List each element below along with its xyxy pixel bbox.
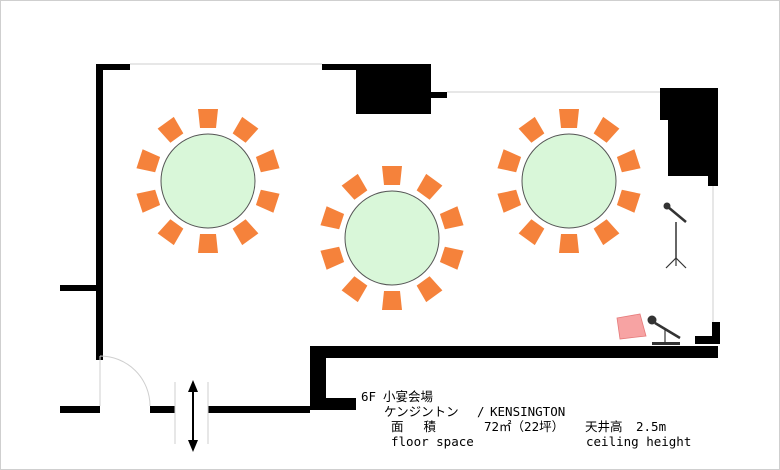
wall-segment xyxy=(708,120,718,186)
area-value: 72㎡（22坪） xyxy=(484,419,564,434)
stand-microphone-icon xyxy=(663,202,687,269)
area-label-jp: 面 積 xyxy=(391,419,437,434)
chair xyxy=(416,173,443,200)
floor-label: 6F xyxy=(361,389,376,404)
wall-segment xyxy=(150,406,175,413)
chair xyxy=(255,189,280,213)
chair xyxy=(439,206,464,230)
wall-segment xyxy=(96,64,130,70)
podium xyxy=(616,313,647,340)
chair xyxy=(232,219,259,246)
ceiling-value: 2.5m xyxy=(636,419,666,434)
chair xyxy=(439,246,464,270)
chair xyxy=(518,219,545,246)
chair xyxy=(616,149,641,173)
room-name-kana: ケンジントン xyxy=(384,404,459,419)
chair xyxy=(559,234,579,253)
wall-segment xyxy=(310,398,356,410)
wall-segment xyxy=(322,64,356,70)
chair xyxy=(518,116,545,143)
wall-segment xyxy=(695,336,720,344)
room-name-separator: / xyxy=(477,404,485,419)
chair xyxy=(232,116,259,143)
round-tables xyxy=(136,109,641,310)
ceiling-label-en: ceiling height xyxy=(586,434,691,449)
wall-segment xyxy=(660,88,718,120)
chair xyxy=(136,149,161,173)
chair xyxy=(341,276,368,303)
round-table xyxy=(521,133,617,229)
room-name-en: KENSINGTON xyxy=(490,404,565,419)
door xyxy=(99,355,209,444)
wall-segment xyxy=(60,406,100,413)
chair xyxy=(616,189,641,213)
chair xyxy=(497,149,522,173)
chair xyxy=(255,149,280,173)
round-table-set xyxy=(320,166,464,310)
wall-segment xyxy=(208,406,310,413)
wall-segment xyxy=(431,92,447,98)
window-lines xyxy=(130,63,714,322)
door-swing-arc xyxy=(99,355,151,407)
wall-segment xyxy=(712,322,720,342)
wall-segment xyxy=(356,64,431,114)
wall-segment xyxy=(435,346,471,358)
entrance-arrow-icon xyxy=(188,380,198,452)
chair xyxy=(382,166,402,185)
round-table-set xyxy=(497,109,641,253)
chair xyxy=(497,189,522,213)
area-label-en: floor space xyxy=(391,434,474,449)
round-table-set xyxy=(136,109,280,253)
round-table xyxy=(160,133,256,229)
chair xyxy=(198,234,218,253)
walls xyxy=(60,64,720,413)
wall-segment xyxy=(310,346,326,410)
podium-top xyxy=(616,313,647,340)
wall-segment xyxy=(310,346,718,358)
chair xyxy=(416,276,443,303)
chair xyxy=(593,219,620,246)
ceiling-label-jp: 天井高 xyxy=(585,419,623,434)
chair xyxy=(157,116,184,143)
chair xyxy=(593,116,620,143)
chair xyxy=(157,219,184,246)
chair xyxy=(320,206,345,230)
room-caption: 6F 小宴会場 ケンジントン / KENSINGTON 面 積 72㎡（22坪）… xyxy=(361,389,691,449)
chair xyxy=(320,246,345,270)
wall-segment xyxy=(96,64,103,360)
chair xyxy=(136,189,161,213)
chair xyxy=(341,173,368,200)
table-microphone-icon xyxy=(647,315,681,345)
wall-segment xyxy=(60,285,98,291)
chair xyxy=(382,291,402,310)
hall-type-label: 小宴会場 xyxy=(383,389,433,404)
round-table xyxy=(344,190,440,286)
chair xyxy=(559,109,579,128)
wall-segment xyxy=(668,120,714,176)
wall-segment xyxy=(555,346,591,358)
chair xyxy=(198,109,218,128)
